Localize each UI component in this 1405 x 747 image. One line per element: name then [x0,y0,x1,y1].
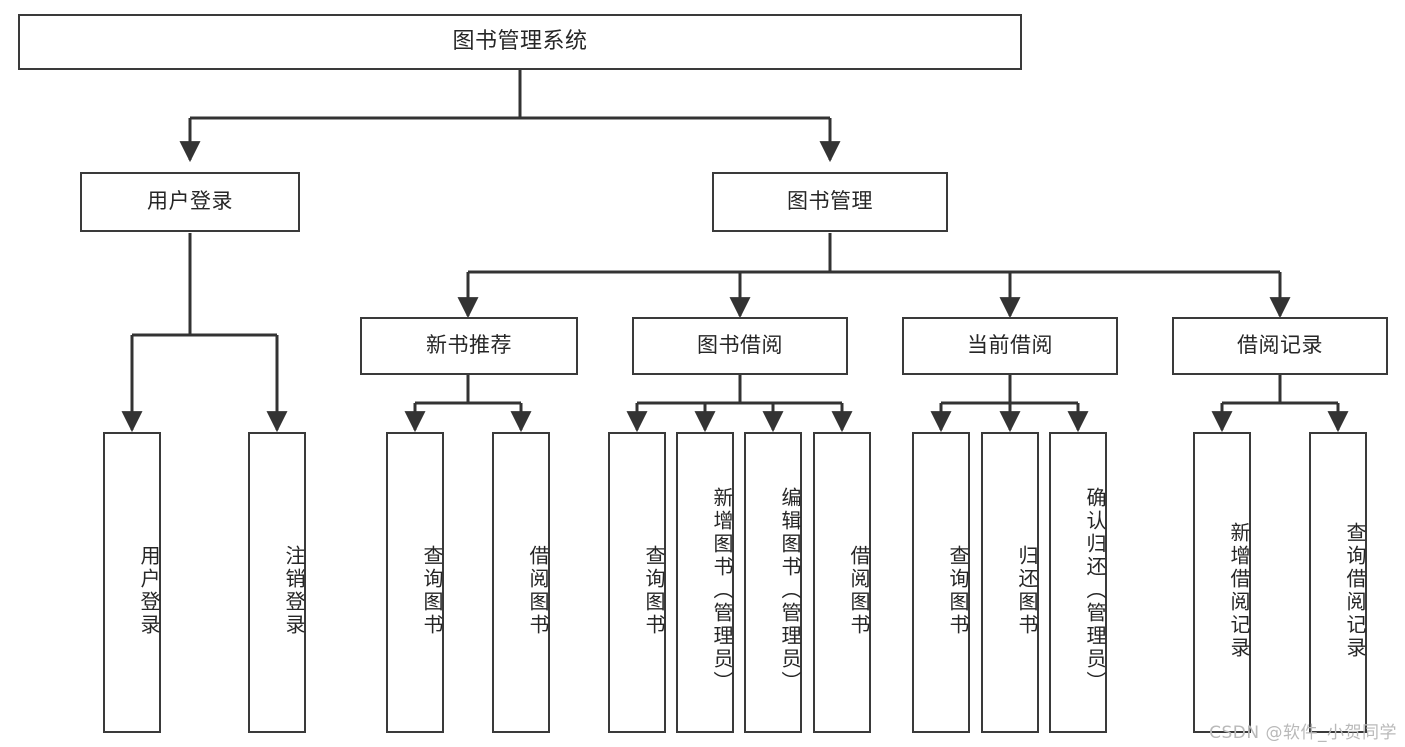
node-borrow-record-label: 借阅记录 [1237,333,1323,358]
node-current-borrow[interactable]: 当前借阅 [902,317,1118,375]
leaf-borrow-borrow-book-label: 借阅图书 [847,544,871,637]
leaf-current-return-book[interactable]: 归还图书 [981,432,1039,733]
leaf-user-login-login[interactable]: 用户登录 [103,432,161,733]
leaf-record-add-label: 新增借阅记录 [1227,521,1251,660]
leaf-record-query[interactable]: 查询借阅记录 [1309,432,1367,733]
node-new-book-recommend[interactable]: 新书推荐 [360,317,578,375]
leaf-user-login-logout-label: 注销登录 [282,544,306,637]
node-book-borrow-label: 图书借阅 [697,333,783,358]
node-book-borrow[interactable]: 图书借阅 [632,317,848,375]
node-book-management[interactable]: 图书管理 [712,172,948,232]
leaf-borrow-borrow-book[interactable]: 借阅图书 [813,432,871,733]
leaf-new-book-query-label: 查询图书 [420,544,444,637]
leaf-user-login-logout[interactable]: 注销登录 [248,432,306,733]
leaf-new-book-borrow[interactable]: 借阅图书 [492,432,550,733]
leaf-current-query-book-label: 查询图书 [946,544,970,637]
leaf-new-book-borrow-label: 借阅图书 [526,544,550,637]
leaf-current-return-book-label: 归还图书 [1015,544,1039,637]
leaf-record-query-label: 查询借阅记录 [1343,521,1367,660]
leaf-borrow-add-book-label: 新增图书（管理员） [710,487,734,694]
node-borrow-record[interactable]: 借阅记录 [1172,317,1388,375]
leaf-borrow-add-book[interactable]: 新增图书（管理员） [676,432,734,733]
leaf-current-confirm-return-label: 确认归还（管理员） [1083,487,1107,694]
node-user-login-label: 用户登录 [147,189,233,214]
leaf-new-book-query[interactable]: 查询图书 [386,432,444,733]
leaf-record-add[interactable]: 新增借阅记录 [1193,432,1251,733]
node-new-book-recommend-label: 新书推荐 [426,333,512,358]
node-user-login[interactable]: 用户登录 [80,172,300,232]
node-root[interactable]: 图书管理系统 [18,14,1022,70]
leaf-current-confirm-return[interactable]: 确认归还（管理员） [1049,432,1107,733]
leaf-borrow-edit-book[interactable]: 编辑图书（管理员） [744,432,802,733]
node-root-label: 图书管理系统 [452,28,588,54]
node-book-management-label: 图书管理 [787,189,873,214]
leaf-borrow-query-book[interactable]: 查询图书 [608,432,666,733]
leaf-borrow-edit-book-label: 编辑图书（管理员） [778,487,802,694]
leaf-user-login-login-label: 用户登录 [137,544,161,637]
watermark: CSDN @软件_小贺同学 [1209,723,1397,743]
leaf-current-query-book[interactable]: 查询图书 [912,432,970,733]
node-current-borrow-label: 当前借阅 [967,333,1053,358]
leaf-borrow-query-book-label: 查询图书 [642,544,666,637]
